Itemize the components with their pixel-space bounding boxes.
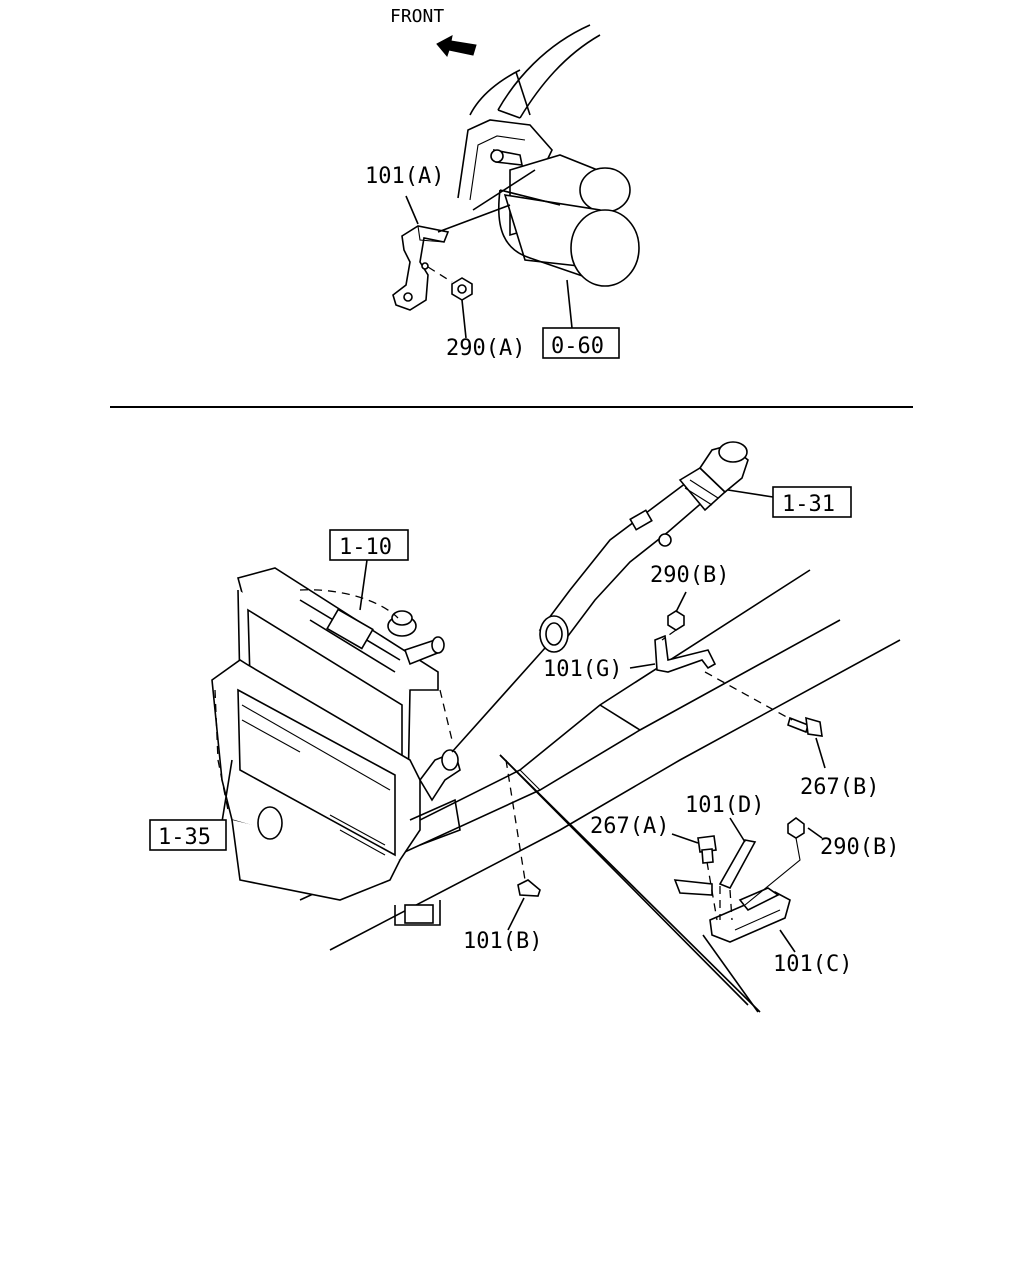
top-view: FRONT xyxy=(365,6,640,361)
front-arrow-icon xyxy=(436,35,477,58)
label-101b: 101(B) xyxy=(463,929,542,954)
label-101c: 101(C) xyxy=(773,952,852,977)
bolt-267b xyxy=(787,716,823,737)
label-101d: 101(D) xyxy=(685,793,764,818)
ref-box-1-31-frame xyxy=(772,486,852,518)
label-101a: 101(A) xyxy=(365,164,444,189)
bolt-267a xyxy=(697,835,717,864)
bracket-101d xyxy=(673,839,757,896)
bracket-101a xyxy=(392,225,450,311)
filter-canister xyxy=(498,154,640,287)
nut-290a xyxy=(451,277,473,301)
bracket-101c xyxy=(709,887,791,943)
air-hose xyxy=(538,441,749,653)
radiator-assembly xyxy=(211,567,461,901)
ref-box-1-35-frame xyxy=(149,819,227,851)
label-290b-upper: 290(B) xyxy=(650,563,729,588)
label-290a: 290(A) xyxy=(446,336,525,361)
nut-290b-upper xyxy=(667,610,685,631)
label-290b-lower: 290(B) xyxy=(820,835,899,860)
bracket-101b xyxy=(517,879,541,897)
label-267a: 267(A) xyxy=(590,814,669,839)
front-label: FRONT xyxy=(390,6,444,27)
ref-box-0-60-frame xyxy=(542,327,620,359)
bottom-view: 1-10 1-35 1-31 290(B) 101(G) 267(B) 101(… xyxy=(149,441,901,1013)
ref-box-1-10-frame xyxy=(329,529,409,561)
ref-box-0-60: 0-60 xyxy=(551,334,604,359)
bracket-101g xyxy=(654,634,717,673)
ref-box-1-31: 1-31 xyxy=(782,492,835,517)
label-267b: 267(B) xyxy=(800,775,879,800)
nut-290b-lower xyxy=(787,817,805,839)
ref-box-1-10: 1-10 xyxy=(339,535,392,560)
ref-box-1-35: 1-35 xyxy=(158,825,211,850)
label-101g: 101(G) xyxy=(543,657,622,682)
